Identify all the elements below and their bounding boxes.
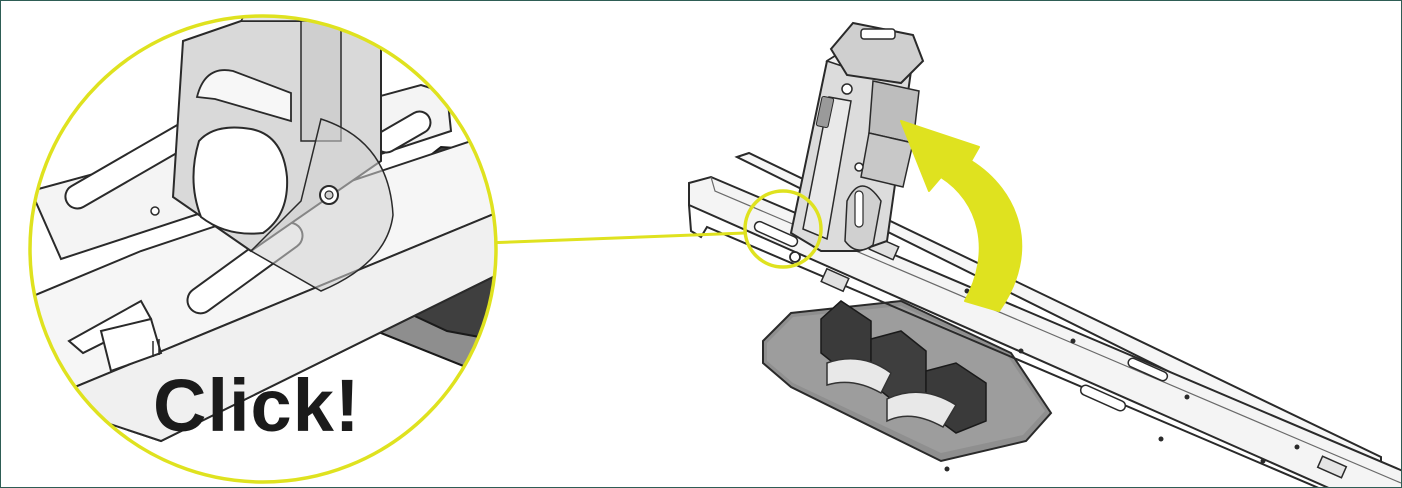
curved-arrow-up-icon <box>900 120 1023 312</box>
pivot-bracket <box>789 21 925 263</box>
callout-connector <box>484 231 746 245</box>
magnified-detail-circle-icon <box>30 16 496 482</box>
detail-locator-ring <box>743 189 823 269</box>
click-callout-label: Click! <box>153 364 361 447</box>
magnifier-ring <box>28 14 498 484</box>
mounting-rail <box>688 151 1401 487</box>
base-plate <box>762 299 1053 463</box>
